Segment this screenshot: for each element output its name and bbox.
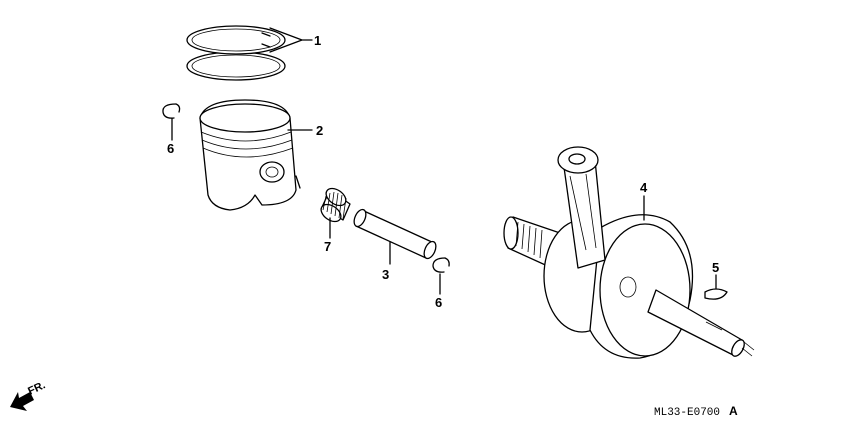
callout-3: 3 (382, 267, 389, 282)
callout-4: 4 (640, 180, 648, 195)
piston-rings-drawing (186, 25, 286, 81)
callout-7: 7 (324, 239, 331, 254)
crankshaft-drawing (503, 146, 755, 359)
callout-6-right: 6 (435, 295, 442, 310)
callout-1: 1 (314, 33, 321, 48)
clip-right-drawing (432, 257, 450, 273)
clip-left-drawing (162, 103, 181, 119)
callout-5: 5 (712, 260, 719, 275)
front-label: FR. (26, 379, 47, 397)
piston-drawing (199, 99, 301, 211)
needle-bearing-drawing (320, 187, 351, 223)
piston-pin-drawing (353, 208, 437, 260)
callout-6-left: 6 (167, 141, 174, 156)
diagram-code: ML33-E0700 (654, 407, 720, 419)
diagram-code-suffix: A (729, 404, 738, 418)
leader-lines (171, 27, 717, 295)
woodruff-key-drawing (704, 288, 728, 300)
front-direction-indicator: FR. (10, 379, 47, 411)
arrow-front-icon (10, 392, 34, 411)
callout-2: 2 (316, 123, 323, 138)
